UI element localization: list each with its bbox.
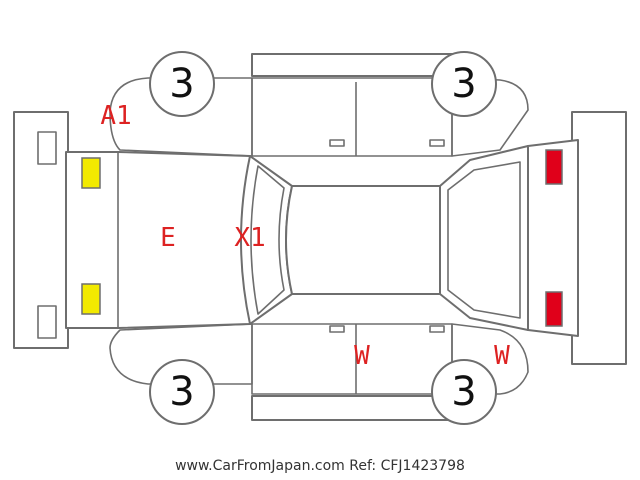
- rear-right-wheel: 3: [431, 359, 497, 425]
- right-side-skirt: [251, 395, 453, 421]
- roof: [285, 185, 441, 295]
- damage-mark-w-fender: W: [494, 341, 510, 371]
- rear-left-wheel: 3: [431, 51, 497, 117]
- rear-right-taillamp: [545, 291, 563, 327]
- top-view-body: [65, 139, 579, 337]
- front-left-headlamp: [81, 157, 101, 189]
- watermark-text: www.CarFromJapan.com Ref: CFJ1423798: [175, 458, 465, 474]
- front-left-wheel-grade: 3: [169, 61, 194, 107]
- rear-left-wheel-grade: 3: [451, 61, 476, 107]
- rear-bumper: [571, 111, 627, 365]
- front-right-wheel: 3: [149, 359, 215, 425]
- front-bumper: [13, 111, 69, 349]
- rear-left-taillamp: [545, 149, 563, 185]
- left-side-skirt: [251, 53, 453, 77]
- damage-mark-a1: A1: [100, 101, 131, 131]
- front-right-wheel-grade: 3: [169, 369, 194, 415]
- front-left-wheel: 3: [149, 51, 215, 117]
- rear-right-wheel-grade: 3: [451, 369, 476, 415]
- damage-mark-e: E: [160, 223, 176, 253]
- rear-glass: [439, 145, 529, 331]
- front-right-headlamp: [81, 283, 101, 315]
- trunk: [527, 139, 579, 337]
- damage-mark-x1: X1: [234, 223, 265, 253]
- damage-mark-w-door: W: [354, 341, 370, 371]
